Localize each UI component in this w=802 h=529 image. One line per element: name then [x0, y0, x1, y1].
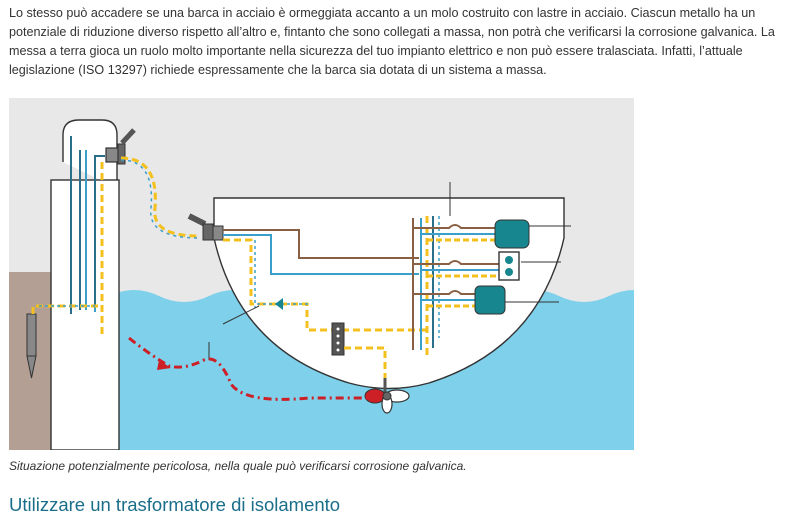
- power-plug-icon: [105, 128, 136, 165]
- section-heading: Utilizzare un trasformatore di isolament…: [9, 494, 341, 515]
- busbar-icon: [331, 322, 345, 356]
- device-1-icon: [494, 219, 530, 249]
- intro-paragraph: Lo stesso può accadere se una barca in a…: [9, 6, 775, 77]
- boat-hull: [213, 197, 565, 390]
- socket-outlet-icon: [498, 251, 520, 281]
- figure-caption: Situazione potenzialmente pericolosa, ne…: [9, 459, 467, 473]
- corrosion-current-path: [128, 336, 371, 401]
- device-2-icon: [474, 285, 506, 315]
- boat-inlet-icon: [187, 213, 224, 241]
- propeller-icon: [364, 378, 410, 414]
- galvanic-corrosion-diagram: [9, 98, 634, 450]
